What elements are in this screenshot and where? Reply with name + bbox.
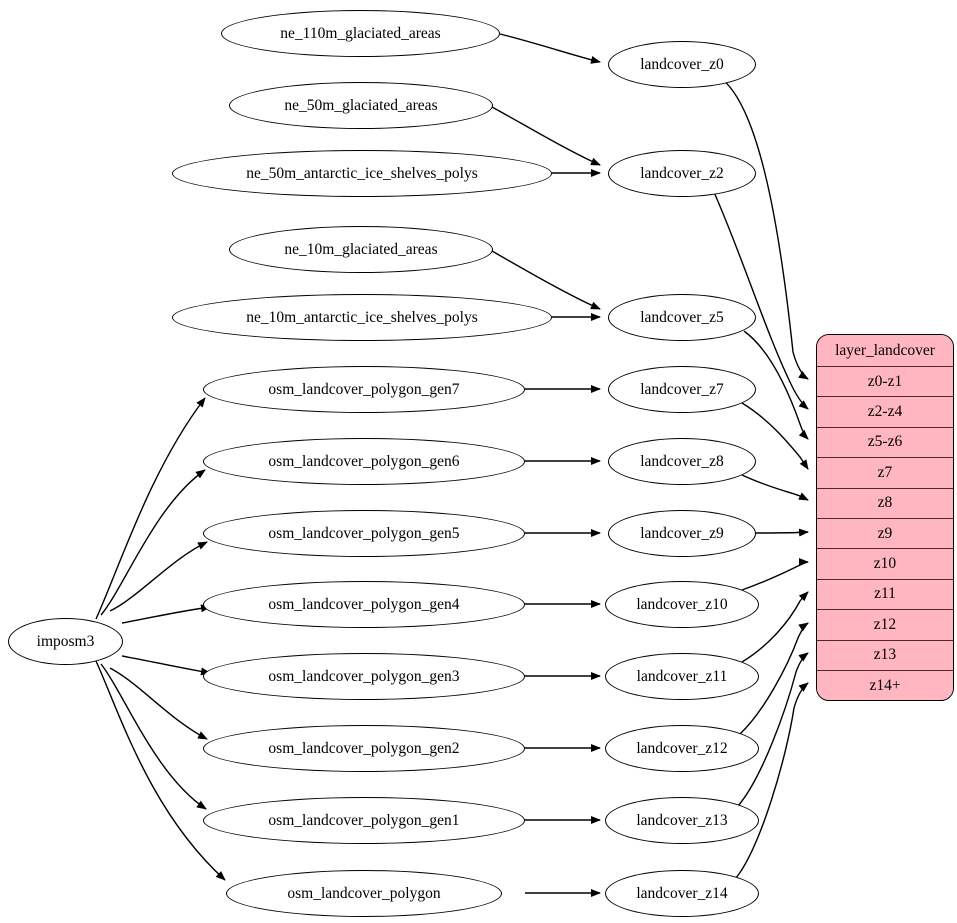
- node-label: landcover_z10: [636, 595, 728, 613]
- node-landcover-z5[interactable]: landcover_z5: [608, 294, 756, 341]
- row-label: z14+: [869, 676, 901, 694]
- node-label: osm_landcover_polygon_gen7: [268, 380, 460, 398]
- row-label: z5-z6: [867, 433, 903, 451]
- row-label: z9: [877, 524, 893, 542]
- row-label: z13: [873, 646, 897, 664]
- node-label: osm_landcover_polygon_gen4: [268, 595, 460, 613]
- table-row-z2-z4[interactable]: z2-z4: [817, 396, 953, 427]
- table-row-z13[interactable]: z13: [817, 639, 953, 670]
- node-label: osm_landcover_polygon_gen5: [268, 524, 460, 542]
- node-label: osm_landcover_polygon_gen3: [268, 667, 460, 685]
- node-ne-110m-glaciated-areas[interactable]: ne_110m_glaciated_areas: [221, 10, 500, 57]
- table-row-z14-plus[interactable]: z14+: [817, 669, 953, 700]
- table-row-z7[interactable]: z7: [817, 457, 953, 488]
- table-row-z8[interactable]: z8: [817, 487, 953, 518]
- node-label: landcover_z8: [640, 452, 724, 470]
- node-label: landcover_z2: [640, 164, 724, 182]
- node-label: landcover_z12: [636, 739, 728, 757]
- node-label: osm_landcover_polygon: [287, 884, 441, 902]
- row-label: z8: [877, 494, 893, 512]
- edge-group: [95, 33, 809, 897]
- node-label: ne_110m_glaciated_areas: [280, 24, 441, 42]
- node-landcover-z12[interactable]: landcover_z12: [605, 725, 759, 772]
- node-landcover-z10[interactable]: landcover_z10: [605, 581, 759, 628]
- node-imposm3[interactable]: imposm3: [8, 618, 123, 665]
- node-osm-landcover-polygon-gen6[interactable]: osm_landcover_polygon_gen6: [203, 438, 525, 485]
- node-landcover-z7[interactable]: landcover_z7: [608, 366, 756, 413]
- row-label: z11: [874, 585, 896, 603]
- node-label: landcover_z13: [636, 811, 728, 829]
- node-label: osm_landcover_polygon_gen2: [268, 739, 460, 757]
- node-label: ne_50m_antarctic_ice_shelves_polys: [246, 164, 478, 182]
- node-osm-landcover-polygon-gen1[interactable]: osm_landcover_polygon_gen1: [203, 797, 525, 844]
- node-label: imposm3: [36, 632, 95, 650]
- node-landcover-z2[interactable]: landcover_z2: [608, 150, 756, 197]
- node-osm-landcover-polygon-gen3[interactable]: osm_landcover_polygon_gen3: [203, 653, 525, 700]
- table-row-z12[interactable]: z12: [817, 609, 953, 640]
- node-ne-50m-antarctic-ice-shelves-polys[interactable]: ne_50m_antarctic_ice_shelves_polys: [172, 150, 552, 197]
- node-landcover-z0[interactable]: landcover_z0: [608, 41, 756, 88]
- node-ne-10m-antarctic-ice-shelves-polys[interactable]: ne_10m_antarctic_ice_shelves_polys: [172, 294, 552, 341]
- node-label: ne_10m_antarctic_ice_shelves_polys: [246, 308, 478, 326]
- row-label: z0-z1: [867, 372, 903, 390]
- node-osm-landcover-polygon-gen7[interactable]: osm_landcover_polygon_gen7: [203, 366, 525, 413]
- node-label: osm_landcover_polygon_gen6: [268, 452, 460, 470]
- row-label: z2-z4: [867, 403, 903, 421]
- node-landcover-z14[interactable]: landcover_z14: [605, 870, 759, 917]
- node-label: ne_50m_glaciated_areas: [284, 96, 438, 114]
- node-landcover-z11[interactable]: landcover_z11: [605, 653, 759, 700]
- node-label: landcover_z7: [640, 380, 724, 398]
- table-row-z0-z1[interactable]: z0-z1: [817, 366, 953, 397]
- table-row-z9[interactable]: z9: [817, 517, 953, 549]
- row-label: z12: [873, 615, 897, 633]
- table-row-z5-z6[interactable]: z5-z6: [817, 426, 953, 458]
- node-label: landcover_z0: [640, 55, 724, 73]
- node-landcover-z13[interactable]: landcover_z13: [605, 797, 759, 844]
- row-label: z7: [877, 463, 893, 481]
- node-ne-50m-glaciated-areas[interactable]: ne_50m_glaciated_areas: [229, 82, 493, 129]
- node-label: osm_landcover_polygon_gen1: [268, 811, 460, 829]
- node-label: landcover_z11: [636, 667, 728, 685]
- node-osm-landcover-polygon-gen4[interactable]: osm_landcover_polygon_gen4: [203, 581, 525, 628]
- table-row-z11[interactable]: z11: [817, 578, 953, 610]
- node-label: landcover_z5: [640, 308, 724, 326]
- node-label: landcover_z14: [636, 884, 728, 902]
- node-osm-landcover-polygon-gen2[interactable]: osm_landcover_polygon_gen2: [203, 725, 525, 772]
- table-header-label: layer_landcover: [835, 341, 935, 359]
- layer-landcover-header: layer_landcover: [817, 335, 953, 366]
- row-label: z10: [873, 555, 897, 573]
- node-label: landcover_z9: [640, 524, 724, 542]
- node-osm-landcover-polygon[interactable]: osm_landcover_polygon: [226, 870, 502, 917]
- table-row-z10[interactable]: z10: [817, 548, 953, 579]
- node-landcover-z9[interactable]: landcover_z9: [608, 510, 756, 557]
- node-osm-landcover-polygon-gen5[interactable]: osm_landcover_polygon_gen5: [203, 510, 525, 557]
- layer-landcover-table: layer_landcover z0-z1 z2-z4 z5-z6 z7 z8 …: [816, 334, 954, 701]
- node-landcover-z8[interactable]: landcover_z8: [608, 438, 756, 485]
- node-label: ne_10m_glaciated_areas: [284, 240, 438, 258]
- node-ne-10m-glaciated-areas[interactable]: ne_10m_glaciated_areas: [229, 226, 493, 273]
